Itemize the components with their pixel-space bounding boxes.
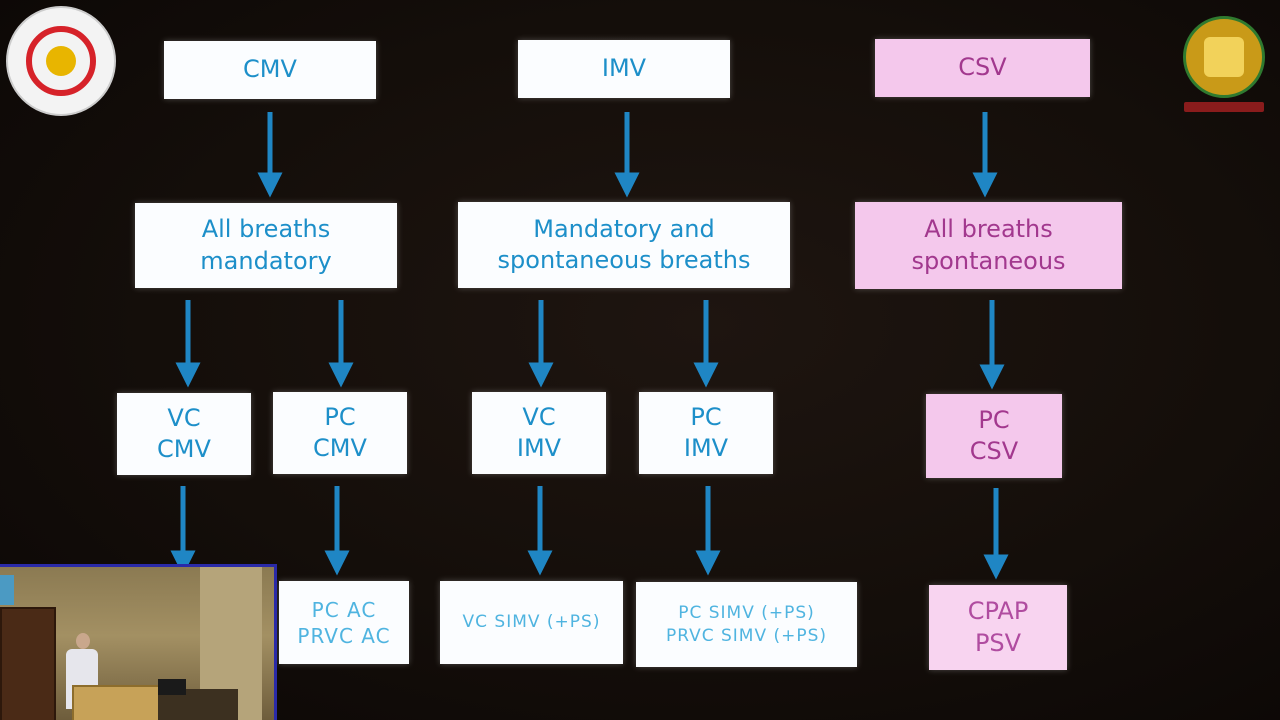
speaker-figure: [76, 633, 90, 649]
csv-label: CSV: [958, 53, 1007, 82]
vc-imv-line-1: VC: [522, 402, 556, 431]
vc-cmv-box: VC CMV: [117, 393, 251, 475]
cmv-label: CMV: [243, 55, 297, 84]
vc-cmv-line-2: CMV: [157, 435, 211, 463]
vc-simv-label: VC SIMV (+PS): [462, 612, 601, 633]
vc-imv-box: VC IMV: [472, 392, 606, 474]
pc-imv-box: PC IMV: [639, 392, 773, 474]
cpap-line-2: PSV: [974, 628, 1022, 657]
pc-cmv-line-1: PC: [324, 402, 356, 431]
pc-imv-line-2: IMV: [683, 434, 729, 462]
cpap-psv-box: CPAP PSV: [929, 585, 1067, 670]
mand-spont-line-2: spontaneous breaths: [497, 246, 751, 274]
all-mand-line-2: mandatory: [200, 246, 332, 275]
csv-box: CSV: [875, 39, 1090, 97]
ac-modes-box: PC AC PRVC AC: [279, 581, 409, 664]
imv-box: IMV: [518, 40, 730, 98]
vc-simv-box: VC SIMV (+PS): [440, 581, 623, 664]
cpap-line-1: CPAP: [967, 597, 1029, 626]
pc-csv-box: PC CSV: [926, 394, 1062, 478]
podium: [72, 685, 162, 720]
pc-simv-line-2: PRVC SIMV (+PS): [665, 625, 828, 646]
pc-imv-line-1: PC: [690, 402, 722, 431]
mand-spont-line-1: Mandatory and: [533, 214, 715, 243]
pc-csv-line-2: CSV: [969, 437, 1019, 465]
pc-cmv-box: PC CMV: [273, 392, 407, 474]
university-logo-icon: [6, 6, 116, 116]
pc-csv-line-1: PC: [978, 405, 1010, 434]
pc-simv-box: PC SIMV (+PS) PRVC SIMV (+PS): [636, 582, 857, 667]
pc-cmv-line-2: CMV: [313, 434, 367, 462]
all-breaths-mandatory-box: All breaths mandatory: [135, 203, 397, 288]
ac-line-1: PC AC: [311, 597, 377, 622]
imv-label: IMV: [601, 54, 647, 83]
vc-imv-line-2: IMV: [516, 434, 562, 462]
mandatory-and-spontaneous-box: Mandatory and spontaneous breaths: [458, 202, 790, 288]
all-spont-line-2: spontaneous: [911, 246, 1066, 275]
speaker-video-inset: [0, 564, 277, 720]
all-breaths-spontaneous-box: All breaths spontaneous: [855, 202, 1122, 289]
vc-cmv-line-1: VC: [167, 403, 201, 432]
department-seal-icon: [1180, 10, 1268, 118]
ac-line-2: PRVC AC: [297, 623, 391, 648]
pc-simv-line-1: PC SIMV (+PS): [678, 603, 815, 624]
all-mand-line-1: All breaths: [201, 215, 331, 244]
all-spont-line-1: All breaths: [924, 215, 1053, 244]
cmv-box: CMV: [164, 41, 376, 99]
